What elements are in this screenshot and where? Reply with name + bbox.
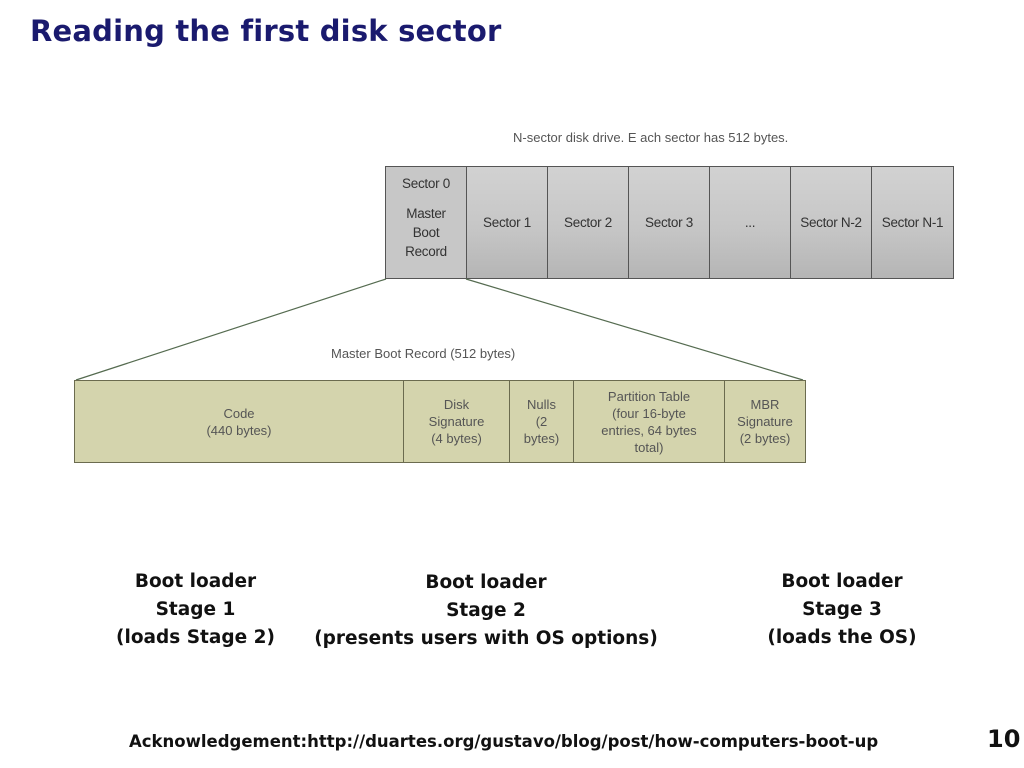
sector-1: Sector 1	[467, 167, 548, 278]
connector-right-line	[465, 278, 804, 381]
mbr-field-disk-signature-line: Signature	[428, 414, 485, 429]
sector-0-label: Sector 0	[402, 176, 450, 191]
mbr-field-nulls: Nulls (2 bytes)	[510, 381, 574, 462]
mbr-field-code-line: (440 bytes)	[206, 422, 272, 438]
boot-stage-3: Boot loader Stage 3 (loads the OS)	[752, 568, 932, 652]
mbr-layout-row: Code (440 bytes) Disk Signature (4 bytes…	[74, 380, 806, 463]
boot-stage-3-description: (loads the OS)	[767, 627, 917, 648]
mbr-field-nulls-line: Nulls	[527, 397, 556, 412]
boot-stage-2-title: Boot loader	[425, 572, 547, 593]
boot-stage-1-title: Boot loader	[134, 571, 257, 592]
mbr-field-mbr-signature-line: MBR	[750, 397, 780, 412]
disk-sector-row: Sector 0 Master Boot Record Sector 1 Sec…	[385, 166, 954, 279]
mbr-field-nulls-line: (2	[535, 414, 548, 429]
boot-stage-3-name: Stage 3	[802, 599, 882, 620]
sector-0-mbr: Sector 0 Master Boot Record	[386, 167, 467, 278]
slide-title: Reading the first disk sector	[30, 14, 502, 48]
sector-ellipsis: ...	[710, 167, 791, 278]
mbr-field-partition-table: Partition Table (four 16-byte entries, 6…	[574, 381, 725, 462]
mbr-field-code-line: Code	[223, 405, 255, 421]
mbr-field-mbr-signature-line: Signature	[737, 414, 793, 429]
mbr-field-disk-signature: Disk Signature (4 bytes)	[404, 381, 510, 462]
boot-stage-2: Boot loader Stage 2 (presents users with…	[310, 569, 662, 653]
sector-0-sublabel: Master Boot Record	[405, 206, 447, 259]
mbr-field-code: Code (440 bytes)	[75, 381, 404, 462]
sector-2: Sector 2	[548, 167, 629, 278]
boot-stage-3-title: Boot loader	[781, 571, 903, 592]
acknowledgement-text: Acknowledgement:http://duartes.org/gusta…	[129, 732, 879, 751]
mbr-field-mbr-signature-line: (2 bytes)	[739, 431, 791, 446]
mbr-field-disk-signature-line: (4 bytes)	[431, 431, 482, 446]
connector-left-line	[75, 278, 387, 381]
mbr-field-partition-table-line: Partition Table	[607, 388, 691, 404]
boot-stage-1-name: Stage 1	[155, 599, 236, 620]
mbr-field-mbr-signature: MBR Signature (2 bytes)	[725, 381, 805, 462]
mbr-field-nulls-line: bytes)	[523, 431, 560, 446]
mbr-field-partition-table-line: (four 16-byte	[612, 405, 686, 421]
boot-stage-2-description: (presents users with OS options)	[314, 628, 658, 649]
sector-n-minus-2: Sector N-2	[791, 167, 872, 278]
mbr-field-disk-signature-line: Disk	[443, 397, 470, 412]
page-number: 10	[987, 725, 1021, 753]
mbr-field-partition-table-line: total)	[634, 439, 664, 455]
boot-stage-2-name: Stage 2	[446, 600, 526, 621]
boot-stage-1: Boot loader Stage 1 (loads Stage 2)	[103, 568, 288, 652]
boot-stage-1-description: (loads Stage 2)	[116, 627, 275, 648]
sector-n-minus-1: Sector N-1	[872, 167, 953, 278]
mbr-field-partition-table-line: entries, 64 bytes	[601, 422, 697, 438]
sector-3: Sector 3	[629, 167, 710, 278]
mbr-caption: Master Boot Record (512 bytes)	[331, 346, 516, 361]
disk-caption: N-sector disk drive. E ach sector has 51…	[513, 130, 789, 145]
